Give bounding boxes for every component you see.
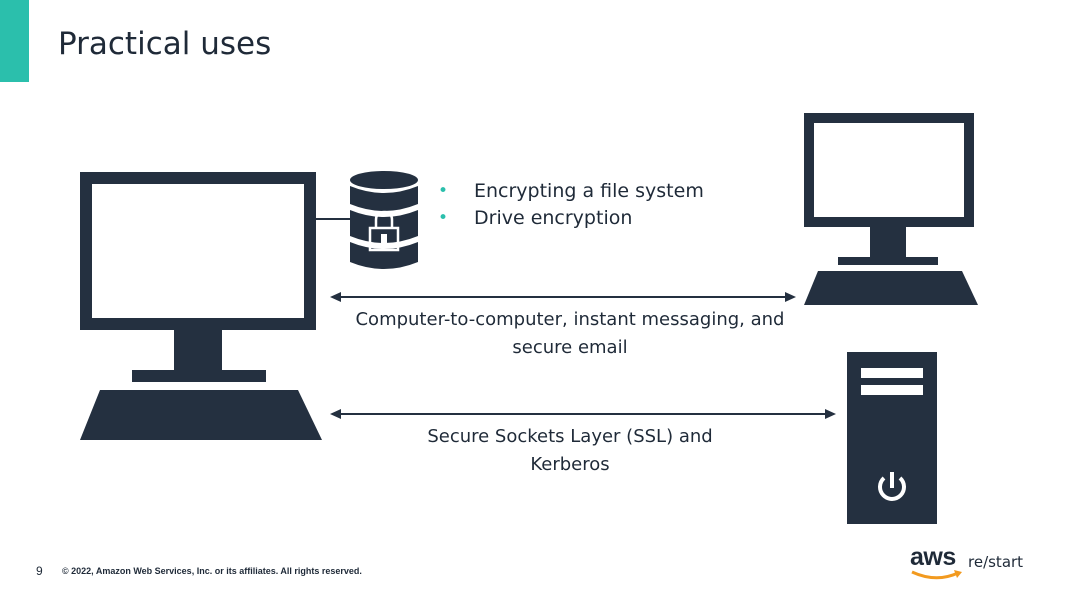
bullet-text: Drive encryption: [474, 207, 633, 229]
connection-label-line: secure email: [512, 337, 628, 358]
bullet-marker: •: [438, 181, 449, 201]
aws-restart-logo: aws re/start: [910, 543, 1040, 587]
bullet-item: • Drive encryption: [438, 205, 704, 232]
accent-bar: [0, 0, 29, 82]
connection-label-line: Kerberos: [530, 454, 610, 475]
bullet-item: • Encrypting a file system: [438, 178, 704, 205]
left-monitor-foot: [132, 370, 266, 382]
double-arrow-top: [330, 292, 796, 302]
left-computer-icon: [80, 172, 322, 440]
bullet-marker: •: [438, 208, 449, 228]
double-arrow-bottom: [330, 409, 836, 419]
bullet-list: • Encrypting a file system • Drive encry…: [438, 178, 704, 232]
page-number: 9: [36, 564, 43, 578]
slide-title: Practical uses: [58, 26, 272, 62]
left-monitor-neck: [174, 330, 222, 370]
right-computer-icon: [804, 113, 978, 305]
bullet-text: Encrypting a file system: [474, 180, 704, 202]
server-tower-icon: [847, 352, 937, 524]
database-connector-line: [314, 218, 354, 220]
left-keyboard: [80, 390, 322, 440]
copyright-notice: © 2022, Amazon Web Services, Inc. or its…: [62, 566, 362, 576]
left-monitor-screen: [92, 184, 304, 318]
encrypted-database-icon: [350, 171, 418, 269]
power-icon: [878, 472, 906, 501]
lock-icon: [368, 210, 400, 252]
connection-label-bottom: Secure Sockets Layer (SSL) and Kerberos: [400, 423, 740, 479]
logo-product-text: re/start: [968, 553, 1024, 571]
smile-arrow-icon: [911, 570, 962, 580]
logo-brand-text: aws: [910, 543, 956, 571]
connection-label-top: Computer-to-computer, instant messaging,…: [340, 306, 800, 362]
connection-label-line: Secure Sockets Layer (SSL) and: [427, 426, 713, 447]
connection-label-line: Computer-to-computer, instant messaging,…: [355, 309, 785, 330]
